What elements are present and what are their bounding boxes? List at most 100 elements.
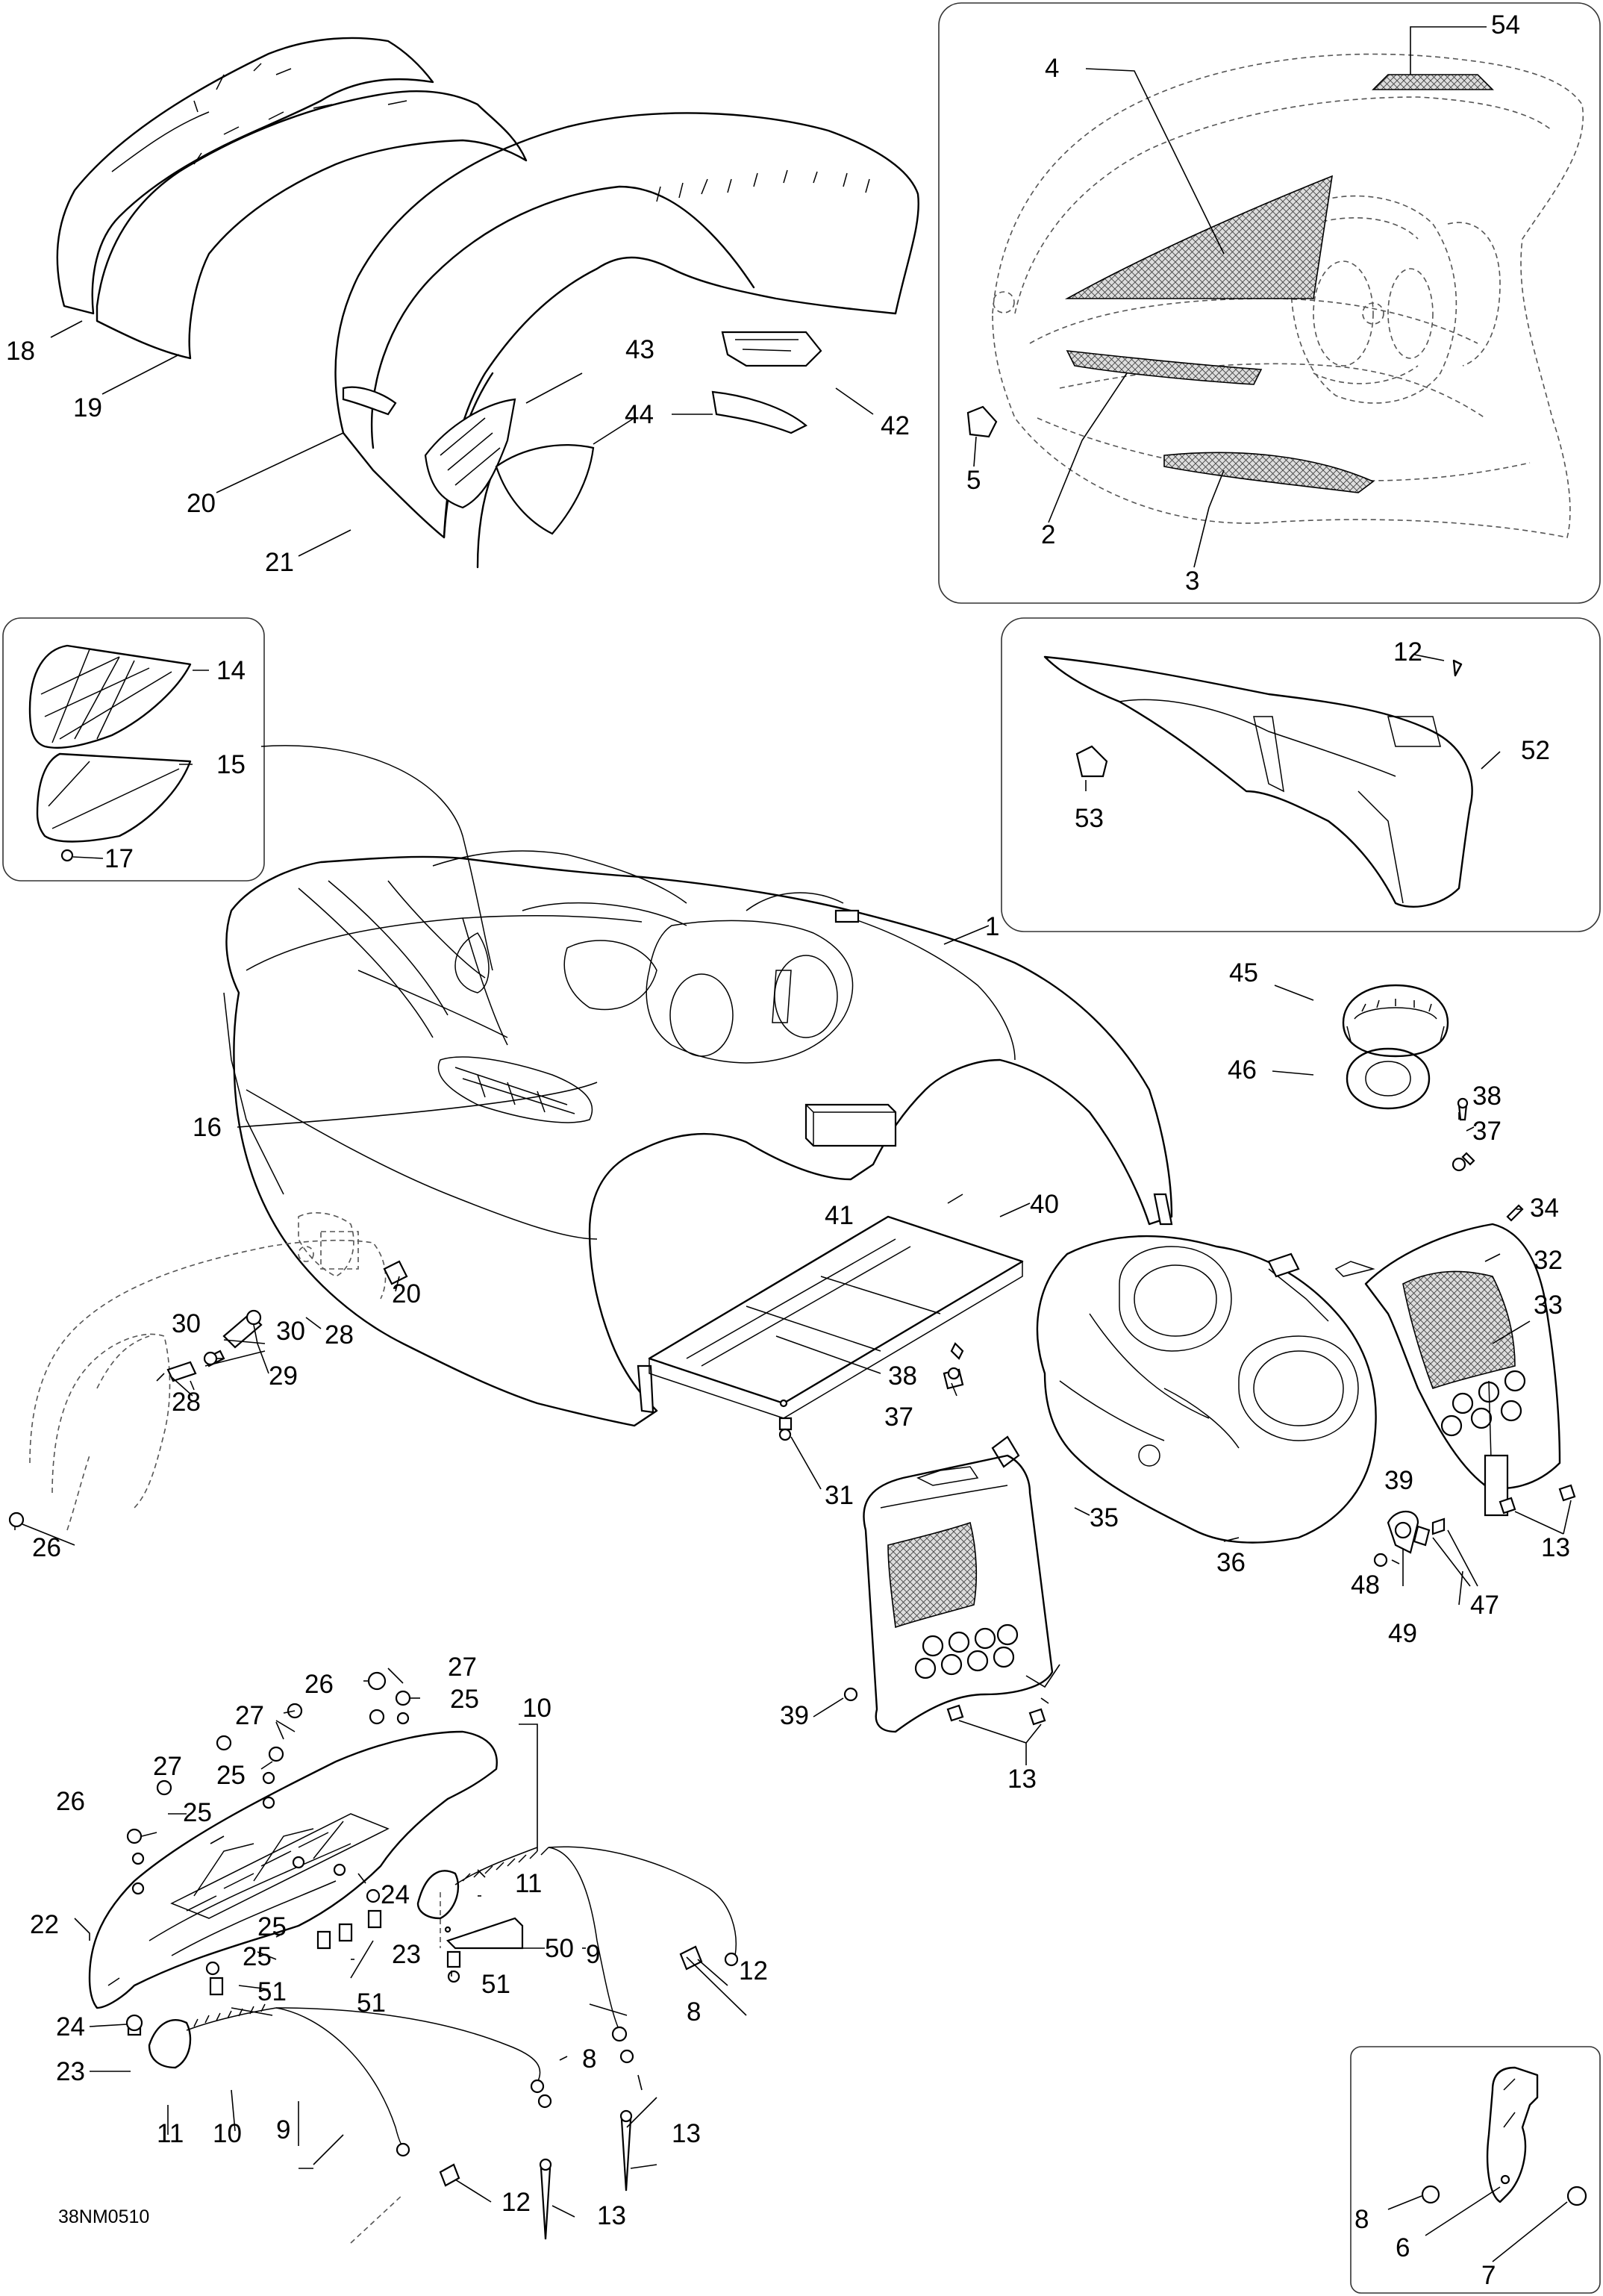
callout-26-b: 26 — [304, 1670, 334, 1699]
callout-21: 21 — [265, 548, 294, 577]
bracket-inset-drawing — [1421, 2066, 1587, 2206]
callout-51-b: 51 — [257, 1977, 287, 2006]
callout-50: 50 — [545, 1934, 574, 1963]
callout-25-e: 25 — [243, 1942, 272, 1971]
callout-12-b: 12 — [739, 1956, 768, 1985]
callout-6: 6 — [1396, 2233, 1410, 2262]
callout-10-a: 10 — [522, 1694, 551, 1723]
callout-29: 29 — [269, 1361, 298, 1391]
callout-49: 49 — [1388, 1619, 1417, 1648]
callout-48: 48 — [1351, 1570, 1380, 1600]
storage-tray-drawing — [648, 1215, 1024, 1441]
callout-2: 2 — [1041, 520, 1055, 549]
callout-5: 5 — [966, 466, 981, 495]
callout-43: 43 — [625, 335, 654, 364]
callout-8-a: 8 — [1354, 2205, 1369, 2234]
callout-39-b: 39 — [780, 1701, 809, 1730]
callout-10-b: 10 — [213, 2119, 242, 2148]
callout-11-b: 11 — [157, 2119, 184, 2148]
callout-27-a: 27 — [448, 1653, 477, 1682]
callout-26-c: 26 — [56, 1787, 85, 1816]
callout-46: 46 — [1228, 1055, 1257, 1085]
callout-25-d: 25 — [257, 1912, 287, 1941]
callout-24-a: 24 — [381, 1880, 410, 1909]
callout-44: 44 — [625, 400, 654, 429]
callout-54: 54 — [1491, 10, 1520, 40]
callout-42: 42 — [881, 411, 910, 440]
callout-12-a: 12 — [1393, 637, 1422, 667]
callout-53: 53 — [1075, 804, 1104, 833]
main-deck-drawing — [223, 850, 1173, 1427]
callout-26-a: 26 — [32, 1533, 61, 1562]
callout-31: 31 — [825, 1481, 854, 1510]
callout-19: 19 — [73, 393, 102, 422]
callout-15: 15 — [216, 750, 246, 779]
callout-8-b: 8 — [687, 1997, 701, 2027]
callout-20-b: 20 — [392, 1279, 421, 1308]
decal-panels — [56, 37, 919, 569]
callout-16: 16 — [193, 1113, 222, 1142]
callout-41: 41 — [825, 1201, 854, 1230]
callout-13-c: 13 — [672, 2119, 701, 2148]
callout-27-b: 27 — [235, 1701, 264, 1730]
callout-28-b: 28 — [172, 1388, 201, 1417]
callout-7: 7 — [1481, 2261, 1496, 2290]
callout-labels: 1 2 3 4 5 6 7 8 8 8 9 9 10 10 11 11 12 1… — [6, 10, 1570, 2290]
callout-13-d: 13 — [597, 2201, 626, 2230]
callout-36: 36 — [1216, 1548, 1246, 1577]
callout-32: 32 — [1534, 1246, 1563, 1275]
console-assembly-drawing — [843, 984, 1576, 1726]
callout-1: 1 — [985, 912, 999, 941]
callout-38-b: 38 — [888, 1361, 917, 1391]
callout-22: 22 — [30, 1910, 59, 1939]
callout-25-b: 25 — [216, 1761, 246, 1790]
callout-37-b: 37 — [884, 1403, 913, 1432]
callout-9-b: 9 — [276, 2115, 290, 2144]
callout-33: 33 — [1534, 1291, 1563, 1320]
callout-13-b: 13 — [1007, 1765, 1037, 1794]
callout-4: 4 — [1045, 54, 1059, 83]
callout-35: 35 — [1090, 1503, 1119, 1532]
figure-code: 38NM0510 — [58, 2206, 149, 2227]
grab-handle-assembly-drawing — [88, 1671, 739, 2244]
callout-18: 18 — [6, 337, 35, 366]
callout-25-a: 25 — [450, 1685, 479, 1714]
callout-30-b: 30 — [172, 1309, 201, 1338]
inset-panel-right — [1001, 617, 1601, 932]
callout-38-a: 38 — [1472, 1082, 1502, 1111]
inset-panel-bottom-right — [1350, 2046, 1601, 2294]
callout-39-a: 39 — [1384, 1466, 1413, 1495]
callout-40: 40 — [1030, 1190, 1059, 1219]
callout-27-c: 27 — [153, 1752, 182, 1781]
front-bumper-drawing — [8, 1212, 408, 1531]
callout-9-a: 9 — [586, 1940, 600, 1969]
callout-23-b: 23 — [56, 2057, 85, 2086]
callout-24-b: 24 — [56, 2012, 85, 2041]
windshield-inset-drawing — [28, 644, 192, 862]
callout-12-c: 12 — [501, 2188, 531, 2217]
callout-34: 34 — [1530, 1194, 1559, 1223]
callout-47: 47 — [1470, 1591, 1499, 1620]
callout-51-c: 51 — [481, 1970, 510, 1999]
callout-25-c: 25 — [183, 1798, 212, 1827]
callout-28-a: 28 — [325, 1320, 354, 1350]
callout-11-a: 11 — [515, 1869, 542, 1898]
callout-14: 14 — [216, 656, 246, 685]
callout-45: 45 — [1229, 958, 1258, 988]
callout-51-a: 51 — [357, 1988, 386, 2018]
inset-panel-top-right — [938, 2, 1601, 604]
callout-13-a: 13 — [1541, 1533, 1570, 1562]
callout-23-a: 23 — [392, 1940, 421, 1969]
inset-panel-left — [2, 617, 265, 882]
hull-inset-drawing — [966, 53, 1584, 538]
leader-lines — [14, 26, 1572, 2262]
callout-3: 3 — [1185, 567, 1199, 596]
side-panel-inset-drawing — [1043, 655, 1473, 908]
callout-37-a: 37 — [1472, 1117, 1502, 1146]
callout-20-a: 20 — [187, 489, 216, 518]
callout-52: 52 — [1521, 736, 1550, 765]
side-panel-35-drawing — [863, 1454, 1054, 1733]
callout-17: 17 — [104, 844, 134, 873]
callout-8-c: 8 — [582, 2044, 596, 2074]
